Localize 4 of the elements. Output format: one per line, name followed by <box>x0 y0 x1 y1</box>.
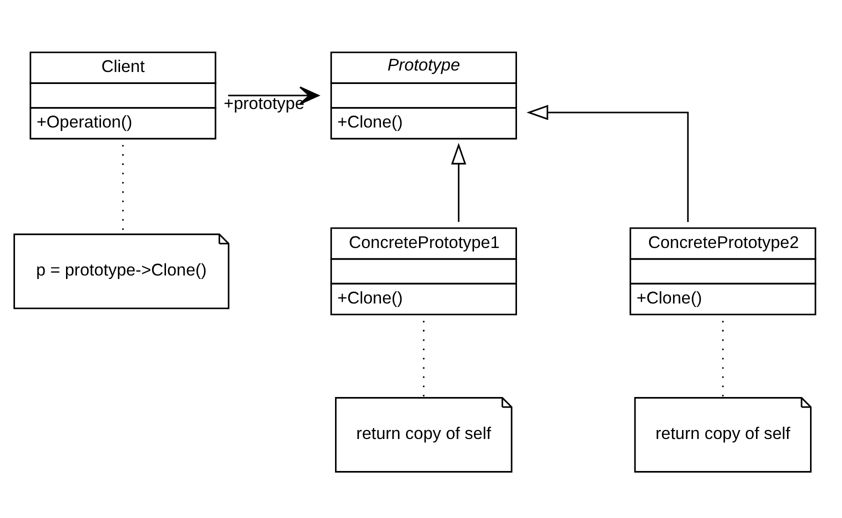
arrow <box>451 142 466 222</box>
arrow <box>228 86 320 105</box>
edge-label: +prototype <box>224 94 304 114</box>
arrow <box>526 104 689 222</box>
